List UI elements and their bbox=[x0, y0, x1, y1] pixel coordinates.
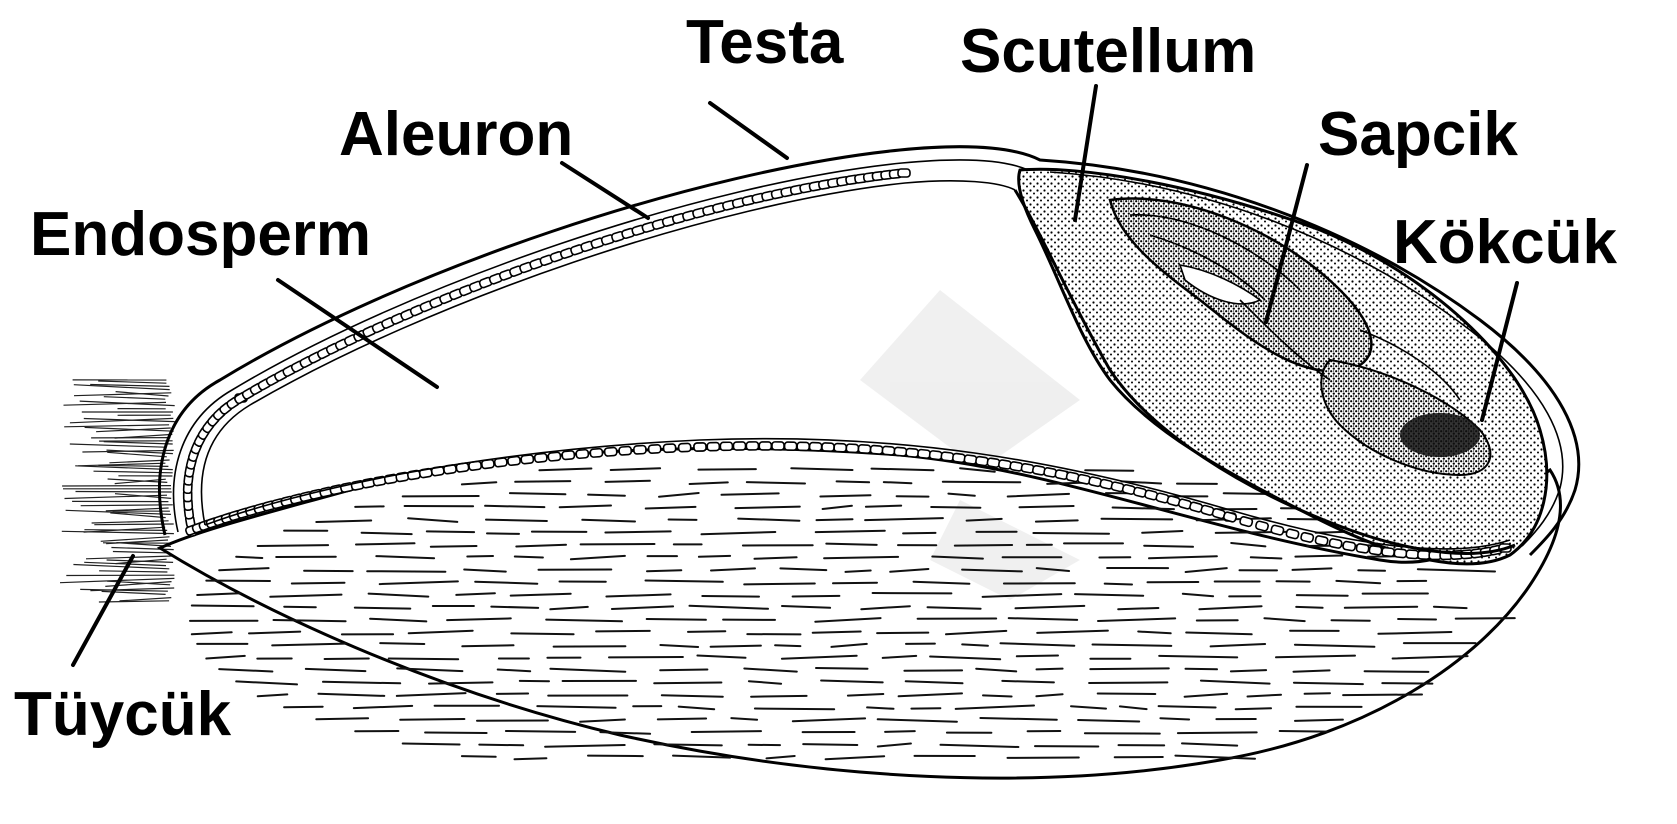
label-scutellum: Scutellum bbox=[960, 17, 1256, 86]
leader-tuycuk bbox=[73, 556, 133, 665]
leader-testa bbox=[710, 103, 787, 158]
label-kokcuk: Kökcük bbox=[1393, 208, 1617, 277]
label-aleuron: Aleuron bbox=[339, 100, 573, 169]
faint-watermark bbox=[860, 290, 1080, 600]
label-testa: Testa bbox=[686, 8, 844, 77]
label-sapcik: Sapcik bbox=[1318, 100, 1518, 169]
label-endosperm: Endosperm bbox=[30, 200, 371, 269]
hairs-brush bbox=[60, 380, 175, 602]
label-tuycuk: Tüycük bbox=[14, 680, 232, 749]
leader-aleuron bbox=[562, 163, 648, 218]
